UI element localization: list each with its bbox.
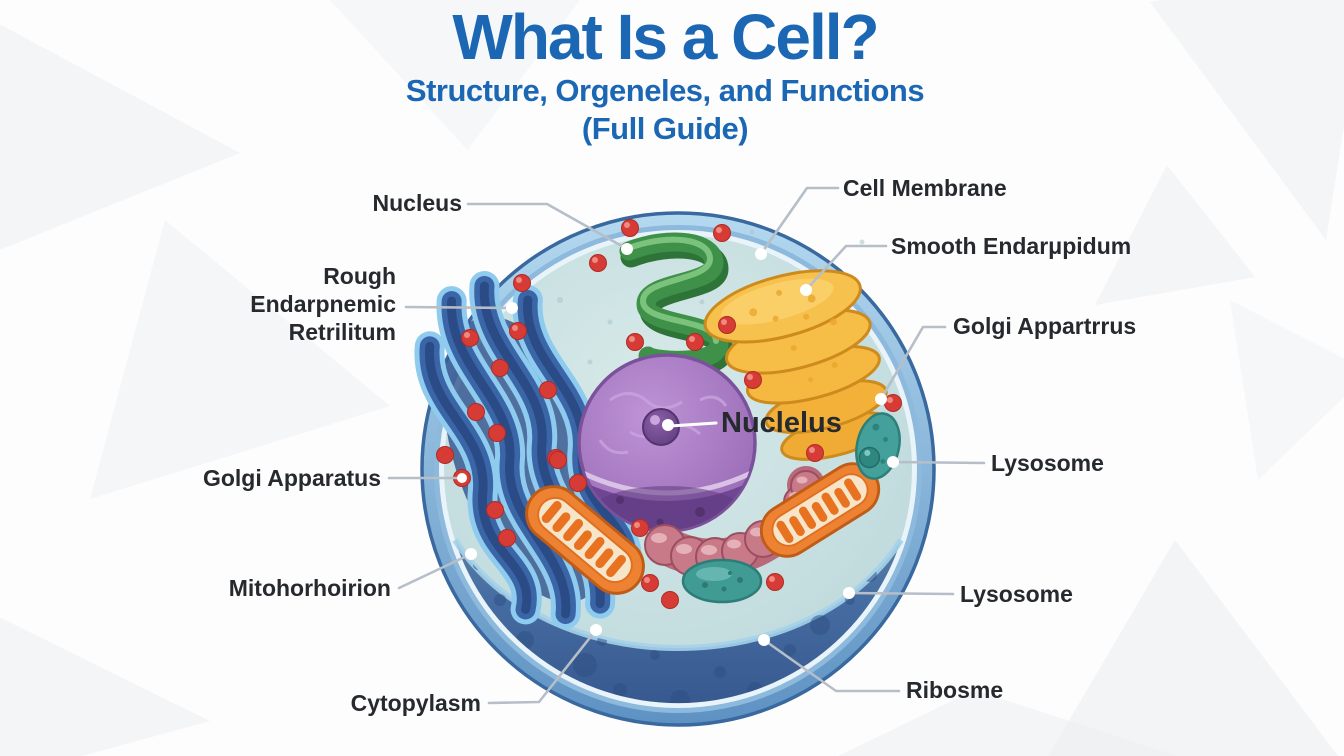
lysosome-bottom [681, 558, 763, 604]
leader-smooth-er [804, 244, 888, 292]
cell [414, 211, 936, 727]
label-ribosome: Ribosme [906, 677, 1004, 703]
leader-cytoplasm [487, 628, 598, 705]
label-rough-er: Rough Endarpnemic Retrilitum [250, 262, 396, 346]
label-cell-membrane: Cell Membrane [843, 175, 1007, 201]
page-title: What Is a Cell? [452, 1, 879, 73]
golgi-stack [703, 269, 892, 461]
leader-lysosome-upper [892, 460, 986, 465]
leader-golgi-right [879, 325, 947, 401]
header: What Is a Cell? Structure, Orgeneles, an… [0, 1, 1330, 146]
nucleus [577, 353, 757, 533]
ribosome-dots [436, 219, 902, 609]
leader-nucleus [466, 202, 629, 251]
smooth-er-tube [619, 232, 734, 377]
label-rough-er-line1: Rough [323, 263, 396, 289]
leader-cell-membrane [759, 186, 840, 256]
leader-lines [387, 186, 986, 705]
page-subtitle-2: (Full Guide) [581, 110, 749, 146]
page-subtitle: Structure, Orgeneles, and Functions [405, 73, 925, 109]
leader-endpoint-dots [457, 243, 899, 646]
label-nucleus: Nucleus [372, 190, 462, 216]
mitochondrion-left [525, 485, 645, 595]
label-lysosome-lower: Lysosome [960, 581, 1073, 607]
label-smooth-er: Smooth Endarμpidum [891, 233, 1132, 259]
leader-nucleolus [668, 421, 718, 428]
leader-mitochondrion [397, 552, 473, 590]
leader-ribosome [762, 638, 901, 693]
leader-rough-er [404, 305, 514, 310]
label-golgi-apparatus-left: Golgi Apparatus [202, 465, 381, 491]
label-rough-er-line3: Retrilitum [288, 319, 396, 345]
label-golgi-apparatus-right: Golgi Appartrrus [953, 313, 1137, 339]
label-nucleolus: Nuclelus [721, 407, 842, 439]
leader-lysosome-lower [847, 591, 955, 596]
label-cytoplasm: Cytopylasm [350, 690, 481, 716]
label-lysosome-upper: Lysosome [991, 450, 1104, 476]
label-rough-er-line2: Endarpnemic [250, 291, 396, 317]
label-mitochondrion: Mitohorhoirion [228, 575, 391, 601]
mitochondrion-right [759, 462, 881, 558]
